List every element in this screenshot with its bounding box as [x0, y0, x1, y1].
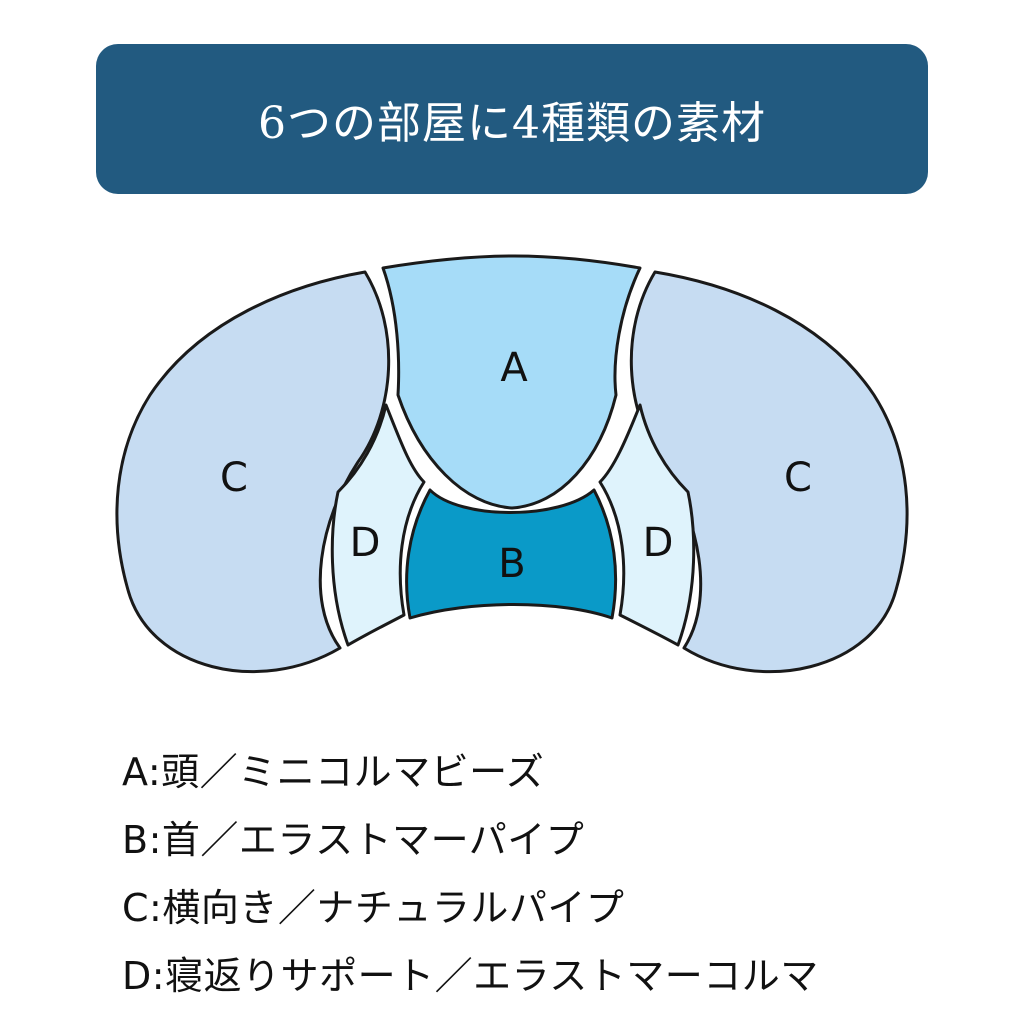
region-a	[381, 254, 642, 510]
region-label-c-right: C	[784, 455, 812, 501]
region-c-left	[115, 270, 391, 674]
legend-item-b: B:首／エラストマーパイプ	[122, 818, 585, 862]
region-label-d-left: D	[350, 520, 381, 566]
region-b	[405, 488, 618, 620]
region-d-right	[598, 403, 696, 647]
page-title: 6つの部屋に4種類の素材	[258, 98, 766, 149]
region-d-left	[330, 403, 426, 647]
title-banner: 6つの部屋に4種類の素材	[96, 44, 928, 194]
region-label-b: B	[498, 541, 525, 587]
legend-item-d: D:寝返りサポート／エラストマーコルマ	[122, 954, 819, 998]
legend: A:頭／ミニコルマビーズ B:首／エラストマーパイプ C:横向き／ナチュラルパイ…	[122, 738, 942, 1010]
region-label-c-left: C	[220, 455, 248, 501]
legend-item-a: A:頭／ミニコルマビーズ	[122, 750, 545, 794]
region-label-d-right: D	[643, 520, 674, 566]
legend-item-c: C:横向き／ナチュラルパイプ	[122, 886, 625, 930]
region-label-a: A	[500, 345, 528, 391]
